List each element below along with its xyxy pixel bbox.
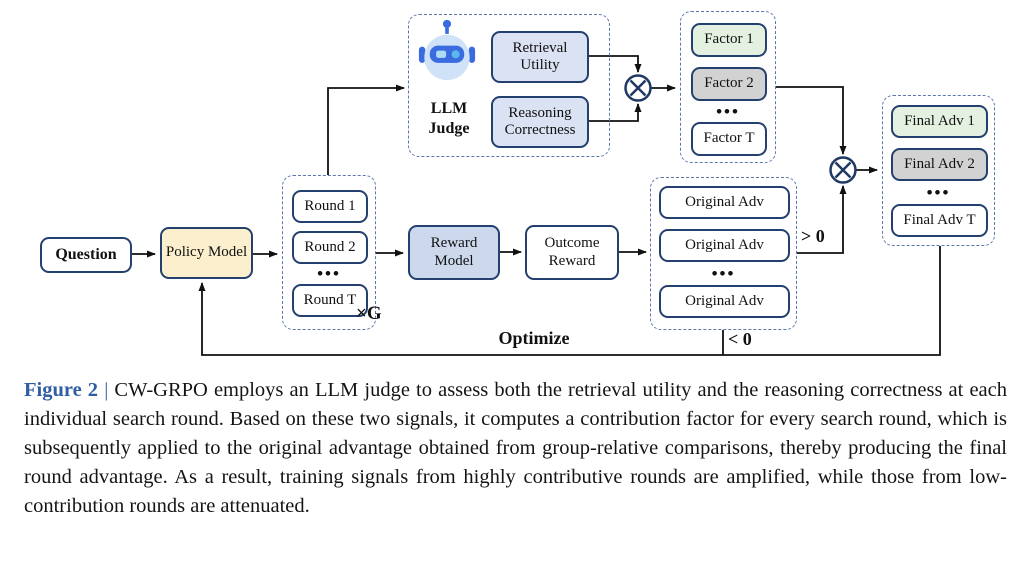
edge-factors-multiply2 [776, 86, 847, 155]
final-adv-1-node: Final Adv 1 [891, 105, 988, 138]
question-node: Question [40, 237, 132, 273]
positive-branch-label: > 0 [801, 226, 825, 246]
original-adv-group: Original Adv Original Adv ••• Original A… [650, 177, 797, 330]
factors-group: Factor 1 Factor 2 ••• Factor T [680, 11, 776, 163]
optimize-label: Optimize [498, 328, 570, 348]
robot-icon [418, 19, 476, 81]
final-adv-group: Final Adv 1 Final Adv 2 ••• Final Adv T [882, 95, 995, 246]
rounds-ellipsis: ••• [317, 264, 341, 283]
round-1-node: Round 1 [292, 190, 368, 223]
figure-caption-text: CW-GRPO employs an LLM judge to assess b… [24, 379, 1008, 517]
round-t-node: Round T [292, 284, 368, 317]
group-size-label: ×G [356, 303, 382, 324]
round-2-node: Round 2 [292, 231, 368, 264]
factor-2-node: Factor 2 [691, 67, 767, 101]
outcome-reward-node: Outcome Reward [525, 225, 619, 280]
llm-judge-label: LLM Judge [428, 100, 470, 137]
edge-optimize-feedback [198, 246, 941, 356]
edge-retrieval-multiply [588, 55, 642, 73]
figure-caption: Figure 2 | CW-GRPO employs an LLM judge … [24, 376, 1007, 521]
reasoning-correctness-node: Reasoning Correctness [491, 96, 589, 148]
factors-ellipsis: ••• [716, 102, 740, 121]
figure-caption-number: Figure 2 [24, 379, 99, 401]
negative-branch-label: < 0 [728, 329, 752, 349]
final-adv-2-node: Final Adv 2 [891, 148, 988, 181]
original-adv-ellipsis: ••• [711, 264, 736, 283]
reward-model-node: Reward Model [408, 225, 500, 280]
final-adv-t-node: Final Adv T [891, 204, 988, 237]
factor-t-node: Factor T [691, 122, 767, 156]
original-adv-2-node: Original Adv [659, 229, 790, 262]
edge-rounds-judge [327, 84, 405, 175]
retrieval-utility-node: Retrieval Utility [491, 31, 589, 83]
policy-model-node: Policy Model [160, 227, 253, 279]
llm-judge-group: LLM Judge Retrieval Utility Reasoning Co… [408, 14, 610, 157]
original-adv-1-node: Original Adv [659, 186, 790, 219]
multiply-node-right [829, 156, 857, 184]
rounds-group: Round 1 Round 2 ••• Round T [282, 175, 376, 330]
figure-caption-separator: | [104, 379, 109, 401]
original-adv-t-node: Original Adv [659, 285, 790, 318]
factor-1-node: Factor 1 [691, 23, 767, 57]
final-adv-ellipsis: ••• [926, 183, 951, 202]
edge-originaladv-multiply2 [797, 185, 847, 254]
multiply-node-top [624, 74, 652, 102]
figure-diagram: Question Policy Model Round 1 Round 2 ••… [40, 11, 995, 356]
connector-layer [132, 55, 941, 356]
edge-reasoning-multiply [588, 103, 642, 122]
